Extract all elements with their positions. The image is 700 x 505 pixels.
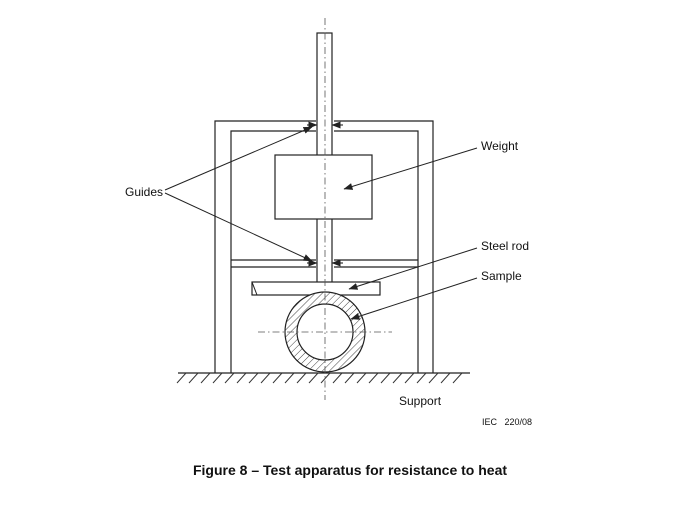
label-guides: Guides [125, 185, 163, 199]
support-base [176, 372, 470, 384]
leader-guides-lower [164, 192, 313, 262]
label-sample: Sample [481, 269, 522, 283]
guide-arrows [307, 121, 343, 267]
figure-reference: IEC 220/08 [482, 417, 532, 427]
label-steel-rod: Steel rod [481, 239, 529, 253]
leader-sample [350, 277, 478, 320]
figure-caption: Figure 8 – Test apparatus for resistance… [193, 462, 507, 478]
center-lines [258, 18, 392, 400]
frame-inner [230, 130, 419, 373]
label-weight: Weight [481, 139, 519, 153]
leader-guides-upper [164, 126, 313, 191]
frame [214, 120, 434, 373]
label-support: Support [399, 394, 442, 408]
frame-lower-guide-plate [231, 259, 418, 268]
support-hatching [176, 372, 463, 384]
frame-outer [214, 120, 434, 373]
leader-steel-rod [348, 247, 478, 290]
leader-weight [343, 147, 478, 190]
weight-block [274, 154, 373, 220]
sample-ring [284, 291, 366, 373]
leader-lines [164, 126, 478, 320]
